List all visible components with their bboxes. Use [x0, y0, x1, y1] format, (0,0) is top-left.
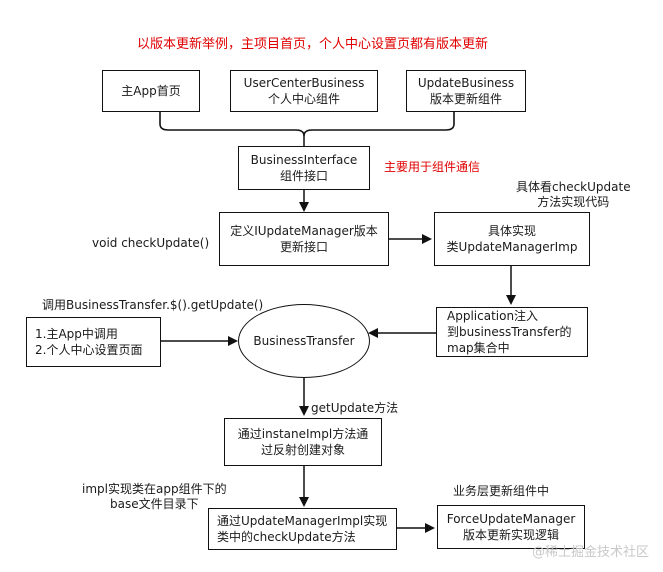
call-transfer-note: 调用BusinessTransfer.$().getUpdate()	[42, 298, 264, 312]
diagram-title: 以版本更新举例，主项目首页，个人中心设置页都有版本更新	[137, 37, 489, 52]
application-line3: map集合中	[447, 341, 510, 355]
update-business-box: UpdateBusiness 版本更新组件	[406, 70, 526, 112]
user-center-sublabel: 个人中心组件	[267, 92, 340, 106]
force-update-manager-box: ForceUpdateManager 版本更新实现逻辑	[437, 505, 585, 549]
iupdate-manager-box: 定义IUpdateManager版本 更新接口	[219, 212, 389, 266]
see-check-update-line2: 方法实现代码	[537, 195, 610, 209]
get-update-method-note: getUpdate方法	[311, 401, 399, 415]
business-interface-label: BusinessInterface	[250, 153, 358, 167]
force-update-sublabel: 版本更新实现逻辑	[462, 528, 559, 542]
impl-class-location-note: impl实现类在app组件下的 base文件目录下	[82, 482, 227, 512]
application-line1: Application注入	[447, 309, 539, 323]
user-center-business-box: UserCenterBusiness 个人中心组件	[230, 70, 378, 112]
instance-impl-label: 通过instaneImpl方法通	[237, 427, 369, 441]
check-update-method-label: 通过UpdateManagerImpl实现	[217, 514, 388, 528]
impl-class-sublabel: 类UpdateManagerImp	[446, 240, 578, 254]
see-check-update-line1: 具体看checkUpdate	[516, 180, 631, 194]
see-check-update-note: 具体看checkUpdate 方法实现代码	[516, 180, 631, 210]
impl-class-label: 具体实现	[487, 224, 536, 238]
impl-class-box: 具体实现 类UpdateManagerImp	[434, 212, 590, 266]
force-update-label: ForceUpdateManager	[446, 512, 576, 526]
user-center-label: UserCenterBusiness	[243, 76, 365, 90]
check-update-method-sublabel: 类中的checkUpdate方法	[217, 530, 356, 544]
business-transfer-node: BusinessTransfer	[238, 304, 370, 378]
application-inject-box: Application注入 到businessTransfer的 map集合中	[436, 307, 588, 357]
grouping-brace	[159, 112, 455, 137]
watermark: @稀土掘金技术社区	[531, 545, 649, 560]
update-business-sublabel: 版本更新组件	[429, 92, 502, 106]
impl-class-location-line1: impl实现类在app组件下的	[82, 482, 227, 496]
instance-impl-sublabel: 过反射创建对象	[260, 443, 345, 457]
business-interface-sublabel: 组件接口	[279, 169, 328, 183]
void-check-update-note: void checkUpdate()	[92, 236, 210, 250]
instance-impl-box: 通过instaneImpl方法通 过反射创建对象	[224, 418, 382, 466]
callers-line2: 2.个人中心设置页面	[35, 343, 143, 357]
main-app-label: 主App首页	[121, 84, 181, 98]
callers-box: 1.主App中调用 2.个人中心设置页面	[26, 317, 161, 367]
business-transfer-label: BusinessTransfer	[253, 334, 355, 348]
iupdate-manager-sublabel: 更新接口	[279, 240, 328, 254]
application-line2: 到businessTransfer的	[447, 325, 572, 339]
callers-line1: 1.主App中调用	[35, 327, 118, 341]
iupdate-manager-label: 定义IUpdateManager版本	[230, 224, 378, 238]
business-interface-box: BusinessInterface 组件接口	[238, 146, 370, 190]
component-comm-note: 主要用于组件通信	[384, 160, 481, 174]
check-update-method-box: 通过UpdateManagerImpl实现 类中的checkUpdate方法	[208, 508, 397, 550]
impl-class-location-line2: base文件目录下	[109, 497, 199, 511]
update-business-label: UpdateBusiness	[417, 76, 515, 90]
business-layer-note: 业务层更新组件中	[453, 484, 550, 498]
main-app-home-box: 主App首页	[102, 70, 200, 112]
